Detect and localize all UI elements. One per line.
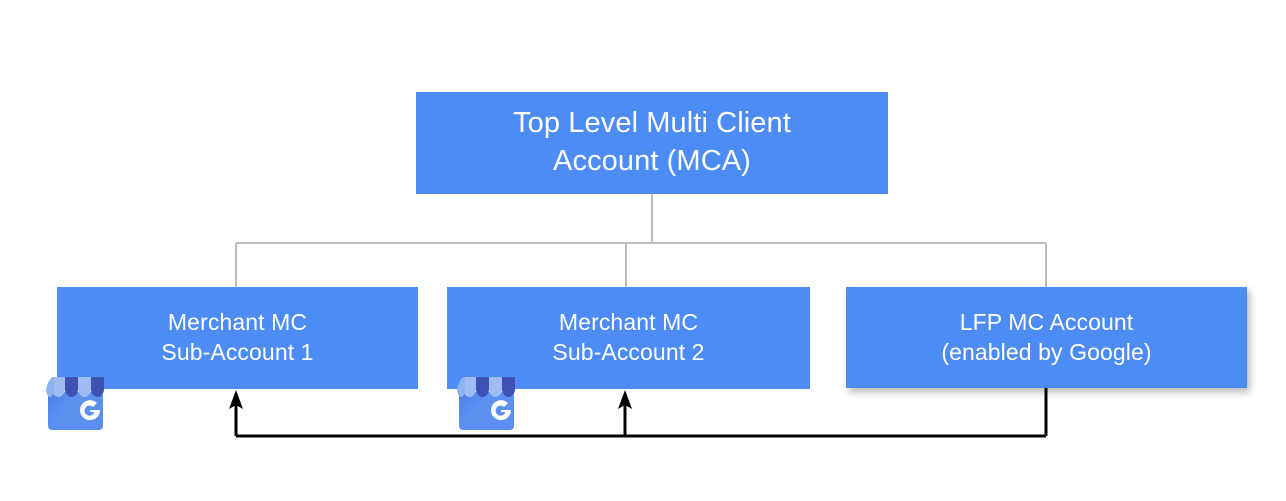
node-merchant-sub-account-1-label: Merchant MC Sub-Account 1 [161,309,314,365]
arrowhead-sub2 [618,390,632,409]
hierarchy-connectors [234,194,1048,287]
node-lfp-mc-account-label: LFP MC Account (enabled by Google) [941,308,1152,365]
arrowhead-sub1 [229,390,243,409]
node-lfp-mc-account[interactable]: LFP MC Account (enabled by Google) [846,287,1247,388]
google-my-business-icon [46,377,104,430]
google-my-business-icon [457,377,515,430]
node-top-level-mca[interactable]: Top Level Multi Client Account (MCA) [416,92,888,194]
feedback-connectors [234,388,1048,438]
node-merchant-sub-account-2[interactable]: Merchant MC Sub-Account 2 [447,287,810,389]
node-merchant-sub-account-2-label: Merchant MC Sub-Account 2 [552,309,705,365]
feedback-arrowheads [229,390,632,409]
node-merchant-sub-account-1[interactable]: Merchant MC Sub-Account 1 [57,287,418,389]
node-top-level-mca-label: Top Level Multi Client Account (MCA) [513,107,791,177]
